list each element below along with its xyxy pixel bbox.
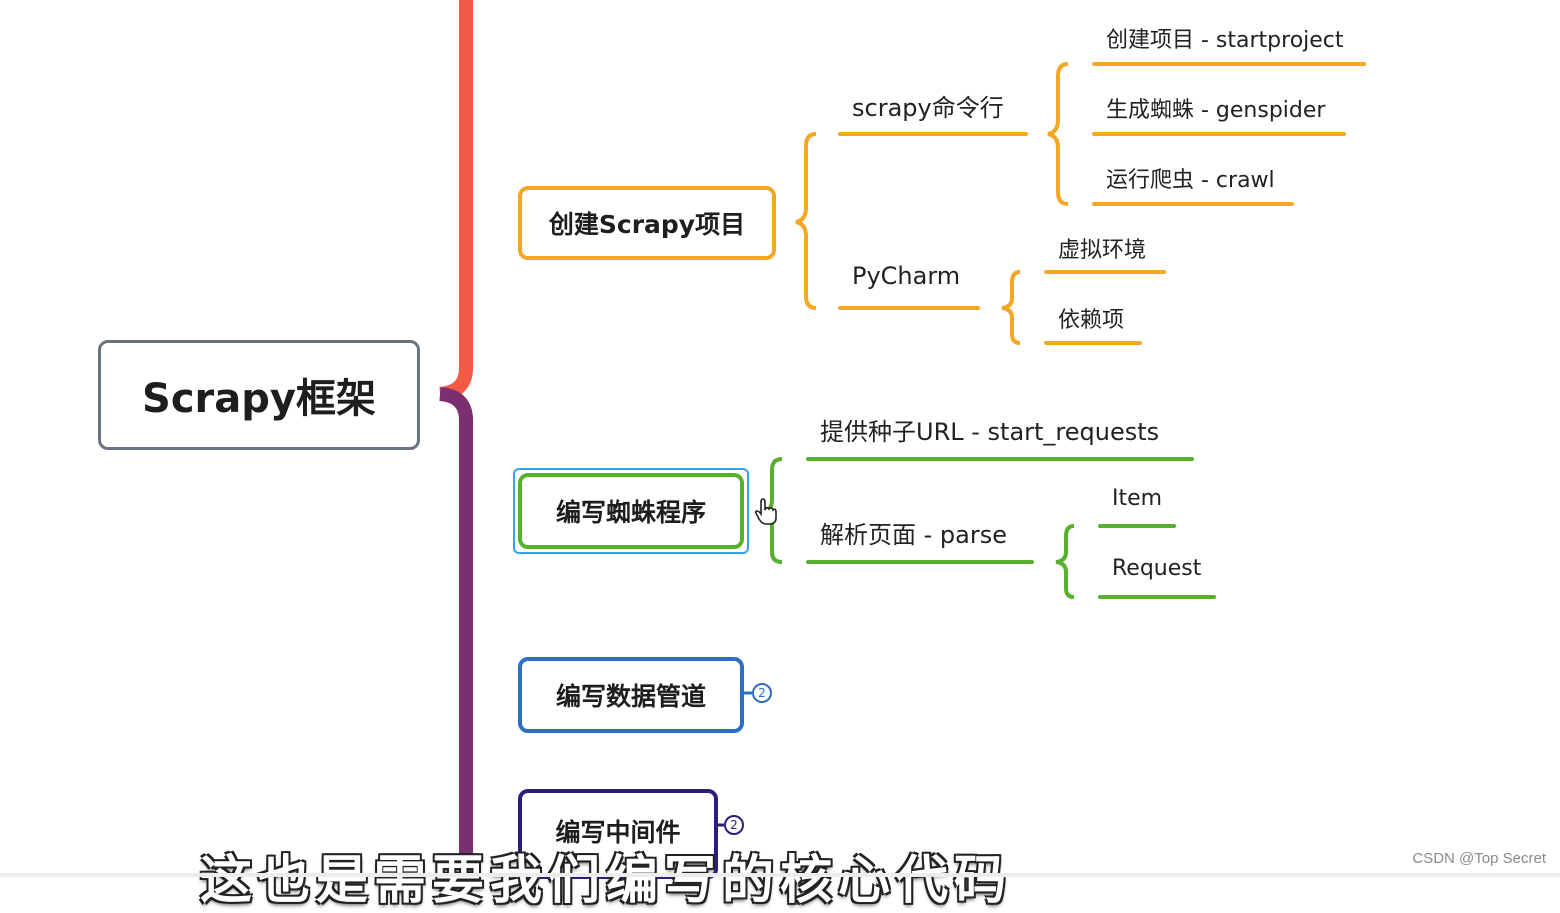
underline	[1092, 62, 1366, 66]
collapsed-count: 2	[758, 686, 766, 700]
branch-write-spider[interactable]: 编写蜘蛛程序	[518, 473, 744, 549]
branch-write-pipeline-label: 编写数据管道	[555, 682, 706, 711]
topic-pycharm[interactable]: PyCharm	[852, 262, 961, 290]
root-label: Scrapy框架	[142, 376, 376, 422]
bottom-bar	[0, 873, 1560, 877]
branch-create-project[interactable]: 创建Scrapy项目	[518, 186, 776, 260]
topic-start-requests[interactable]: 提供种子URL - start_requests	[820, 418, 1160, 446]
watermark: CSDN @Top Secret	[1412, 850, 1546, 867]
branch-write-middleware[interactable]: 编写中间件	[518, 789, 718, 879]
topic-scrapy-cli[interactable]: scrapy命令行	[852, 94, 1004, 122]
spine-bottom	[439, 387, 473, 877]
underline	[1092, 202, 1294, 206]
underline	[838, 132, 1028, 136]
underline	[1044, 341, 1142, 345]
hand-pointer-icon	[754, 498, 778, 526]
branch-create-project-label: 创建Scrapy项目	[548, 210, 746, 239]
branch-write-pipeline[interactable]: 编写数据管道	[518, 657, 744, 733]
underline	[838, 306, 980, 310]
brace-scrapy-cli	[1047, 62, 1069, 206]
brace-parse	[1055, 524, 1075, 599]
underline	[1098, 524, 1176, 528]
root-node[interactable]: Scrapy框架	[98, 340, 420, 450]
topic-virtualenv[interactable]: 虚拟环境	[1058, 238, 1147, 263]
underline	[1098, 595, 1216, 599]
underline	[806, 560, 1034, 564]
topic-startproject[interactable]: 创建项目 - startproject	[1106, 28, 1344, 53]
underline	[1044, 270, 1166, 274]
brace-create-project	[795, 132, 817, 310]
underline	[1092, 132, 1346, 136]
underline	[806, 457, 1194, 461]
collapsed-count: 2	[730, 818, 738, 832]
collapsed-count-badge[interactable]: 2	[724, 815, 744, 835]
branch-write-spider-label: 编写蜘蛛程序	[555, 498, 706, 527]
spine-top	[439, 0, 473, 401]
brace-pycharm	[1001, 270, 1021, 345]
topic-crawl[interactable]: 运行爬虫 - crawl	[1106, 168, 1275, 193]
topic-parse[interactable]: 解析页面 - parse	[820, 521, 1007, 549]
topic-item[interactable]: Item	[1112, 486, 1163, 511]
branch-write-middleware-label: 编写中间件	[555, 818, 681, 847]
topic-genspider[interactable]: 生成蜘蛛 - genspider	[1106, 98, 1326, 123]
collapsed-count-badge[interactable]: 2	[752, 683, 772, 703]
topic-dependencies[interactable]: 依赖项	[1058, 308, 1125, 333]
selection-outline	[513, 468, 749, 554]
topic-request[interactable]: Request	[1112, 556, 1202, 581]
